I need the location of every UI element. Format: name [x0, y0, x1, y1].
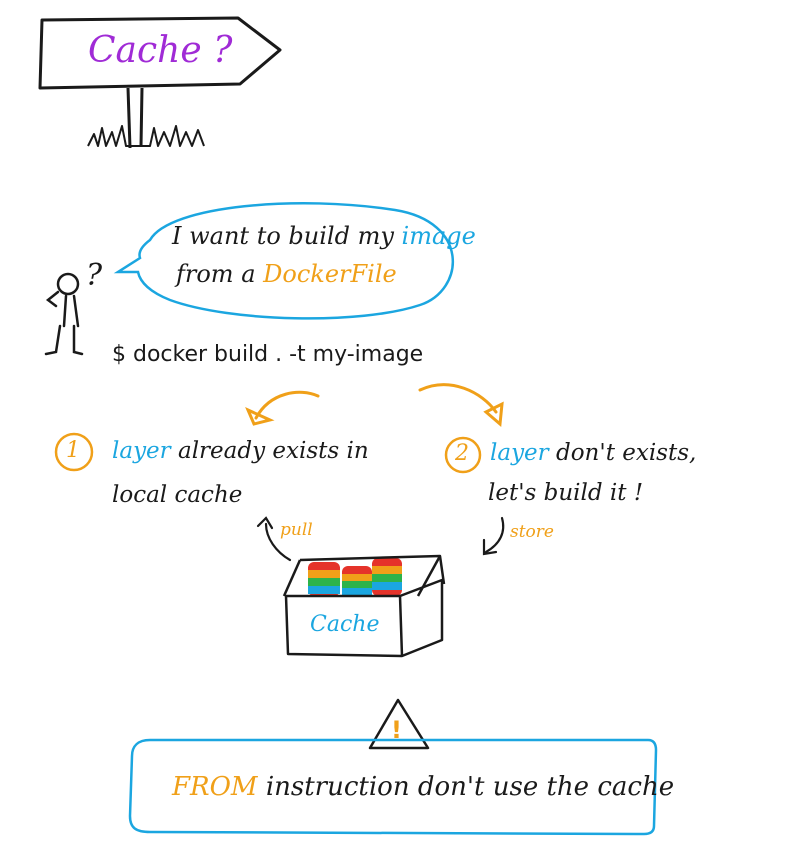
option1-number: 1: [66, 438, 80, 463]
option2-number-circle: [444, 436, 482, 474]
sign-title: Cache ?: [88, 30, 233, 71]
docker-command: $ docker build . -t my-image: [112, 342, 424, 367]
option2-line-1-text: don't exists,: [548, 440, 697, 466]
thinking-person-icon: [44, 272, 84, 356]
warning-rest-text: instruction don't use the cache: [257, 772, 675, 802]
option2-line-1: layer don't exists,: [490, 440, 696, 466]
arrow-head-option2: [483, 401, 504, 428]
option1-line-2: local cache: [112, 482, 243, 508]
bubble-dockerfile-word: DockerFile: [263, 260, 397, 288]
option1-layer-word: layer: [112, 438, 171, 464]
pull-arrow-head: [256, 516, 274, 530]
arrow-head-option1: [245, 407, 275, 426]
pull-arrow: [264, 522, 292, 562]
store-label: store: [510, 522, 554, 542]
option2-layer-word: layer: [490, 440, 549, 466]
store-arrow: [484, 516, 505, 554]
warning-box: [128, 738, 658, 836]
warning-from-word: FROM: [172, 772, 258, 802]
option1-line-1: layer already exists in: [112, 438, 369, 464]
cache-box-label: Cache: [310, 612, 380, 637]
branch-arrows: [245, 383, 504, 428]
box-side: [399, 578, 444, 658]
option2-number: 2: [455, 441, 469, 466]
cache-arrows: [256, 516, 505, 562]
bubble-line-2: from a DockerFile: [176, 260, 397, 288]
bubble-line-1-text: I want to build my: [172, 222, 402, 250]
question-mark-icon: ?: [86, 258, 103, 293]
signpost-pole: [126, 87, 144, 149]
layers-icon: [308, 558, 402, 596]
box-right-flap: [416, 555, 442, 597]
option1-line-1-text: already exists in: [170, 438, 369, 464]
box-left-flap: [282, 559, 302, 597]
option1-number-circle: [54, 432, 94, 472]
bubble-image-word: image: [401, 222, 476, 250]
grass-icon: [87, 125, 205, 147]
warning-exclamation-icon: !: [391, 716, 402, 744]
option2-line-2: let's build it !: [488, 480, 644, 506]
store-arrow-head: [482, 538, 498, 556]
warning-icon: [368, 698, 430, 750]
speech-bubble: [113, 202, 454, 320]
signpost: [38, 16, 282, 149]
signpost-board: [38, 16, 282, 90]
bubble-line-1: I want to build my image: [172, 222, 476, 250]
arrow-to-option1: [254, 390, 320, 420]
bubble-line-2-text: from a: [176, 260, 264, 288]
cache-box: [282, 554, 446, 658]
arrow-to-option2: [418, 383, 498, 414]
warning-text: FROM instruction don't use the cache: [172, 772, 674, 802]
pull-label: pull: [280, 520, 313, 540]
